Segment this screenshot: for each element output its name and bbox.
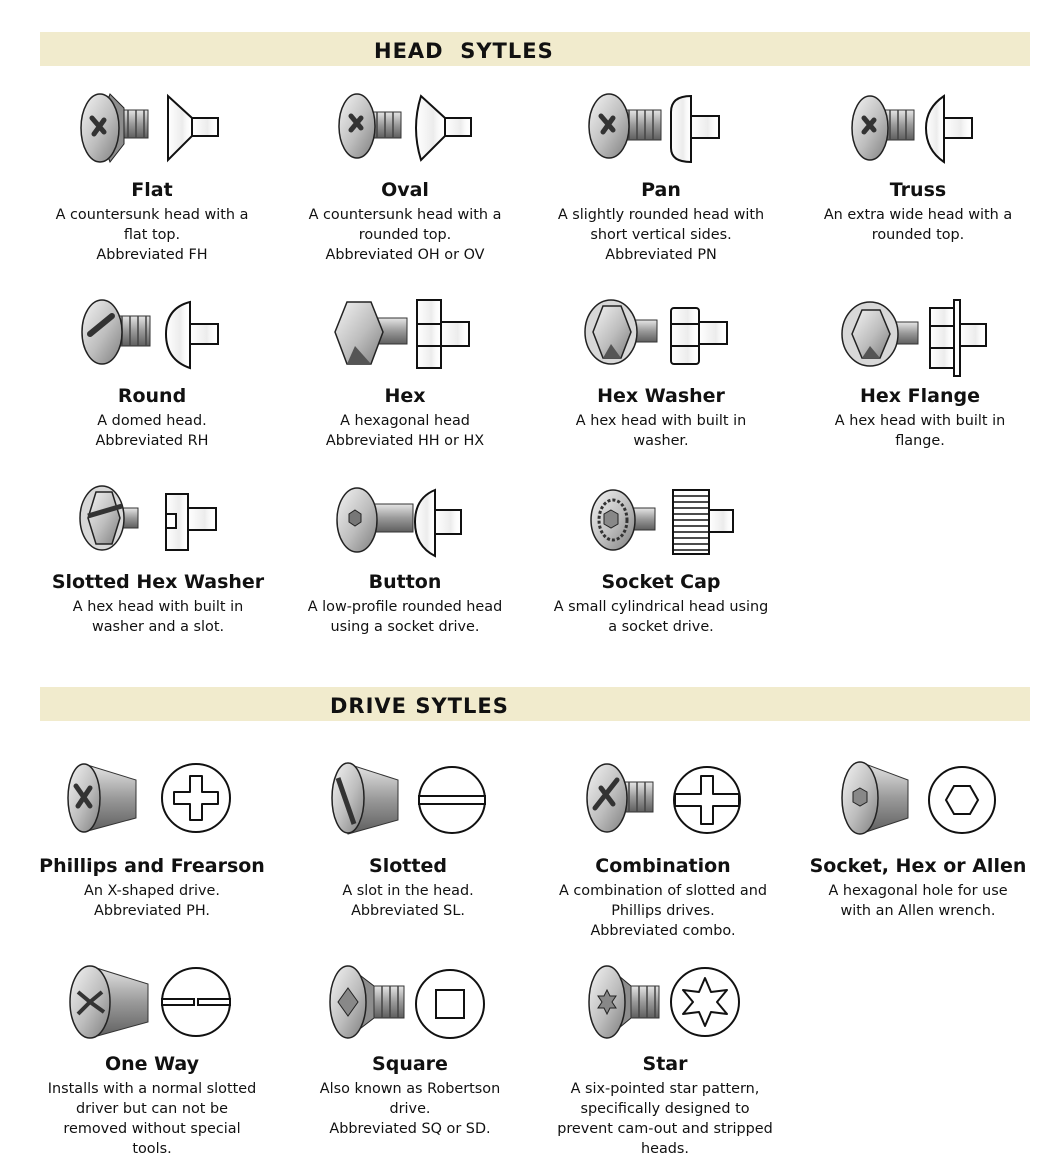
drive-style-name: Star — [642, 1053, 688, 1075]
one-way-drive-icon — [69, 965, 231, 1039]
socket-hex-drive-icon — [841, 761, 996, 835]
head-style-description: A domed head.Abbreviated RH — [95, 413, 209, 449]
drive-style-star: Star A six-pointed star pattern,specific… — [545, 962, 785, 1159]
head-style-slotted-hex-washer: Slotted Hex Washer A hex head with built… — [38, 480, 278, 637]
drive-styles-banner: DRIVE SYTLES — [40, 687, 1030, 721]
head-style-name: Pan — [641, 179, 681, 201]
drive-style-socket-hex: Socket, Hex or Allen A hexagonal hole fo… — [798, 758, 1038, 921]
socket-cap-screw-icon — [590, 489, 734, 555]
slotted-drive-icon — [331, 762, 486, 835]
hex-head-screw-icon — [334, 299, 470, 369]
drive-style-description: A slot in the head.Abbreviated SL. — [342, 883, 474, 919]
drive-styles-title: DRIVE SYTLES — [330, 694, 509, 718]
square-drive-icon — [329, 965, 485, 1039]
drive-style-name: Socket, Hex or Allen — [809, 855, 1027, 877]
drive-style-phillips: Phillips and Frearson An X-shaped drive.… — [32, 758, 272, 921]
head-style-name: Socket Cap — [601, 571, 721, 593]
drive-style-name: One Way — [104, 1053, 200, 1075]
head-styles-banner: HEAD SYTLES — [40, 32, 1030, 66]
drive-style-name: Slotted — [369, 855, 447, 877]
combination-drive-icon — [586, 763, 741, 834]
head-style-socket-cap: Socket Cap A small cylindrical head usin… — [541, 480, 781, 637]
drive-style-description: An X-shaped drive.Abbreviated PH. — [83, 883, 220, 919]
head-style-name: Truss — [889, 179, 947, 201]
button-head-screw-icon — [336, 487, 462, 558]
head-styles-title: HEAD SYTLES — [374, 39, 554, 63]
flat-head-screw-icon — [80, 93, 219, 163]
head-style-name: Button — [368, 571, 442, 593]
drive-style-description: A six-pointed star pattern,specifically … — [557, 1081, 773, 1157]
head-style-name: Slotted Hex Washer — [51, 571, 265, 593]
drive-style-name: Square — [372, 1053, 448, 1075]
head-style-name: Round — [117, 385, 187, 407]
head-style-round: Round A domed head.Abbreviated RH — [32, 294, 272, 451]
head-style-name: Oval — [381, 179, 429, 201]
drive-style-name: Phillips and Frearson — [39, 855, 265, 877]
hex-washer-head-screw-icon — [584, 299, 728, 365]
drive-style-name: Combination — [595, 855, 731, 877]
pan-head-screw-icon — [588, 93, 720, 164]
head-style-name: Hex — [384, 385, 426, 407]
truss-head-screw-icon — [851, 94, 973, 164]
drive-style-slotted: Slotted A slot in the head.Abbreviated S… — [288, 758, 528, 921]
round-head-screw-icon — [81, 299, 219, 370]
oval-head-screw-icon — [338, 93, 472, 162]
head-style-name: Hex Flange — [860, 385, 980, 407]
hex-flange-head-screw-icon — [841, 299, 987, 377]
head-style-name: Hex Washer — [597, 385, 725, 407]
head-style-name: Flat — [131, 179, 173, 201]
phillips-drive-icon — [67, 763, 231, 833]
slotted-hex-washer-screw-icon — [79, 485, 217, 551]
star-drive-icon — [588, 965, 740, 1039]
drive-style-combination: Combination A combination of slotted and… — [543, 758, 783, 941]
